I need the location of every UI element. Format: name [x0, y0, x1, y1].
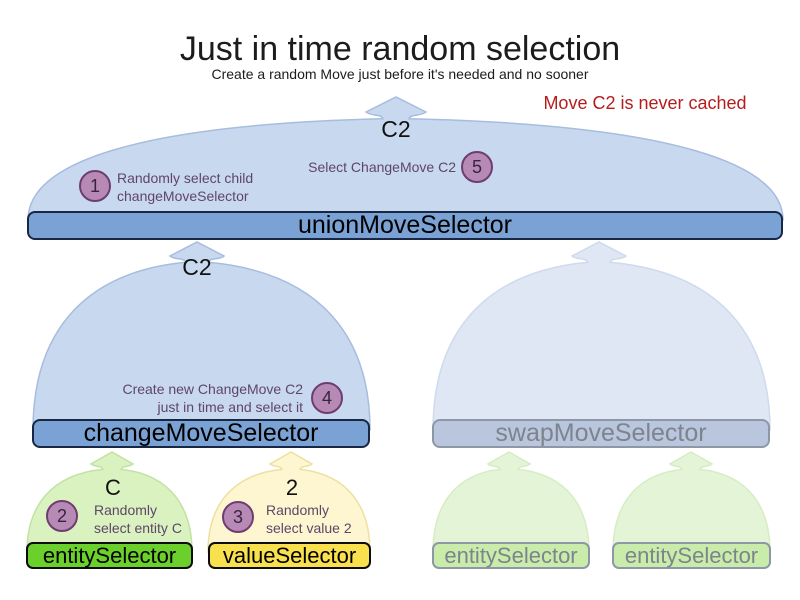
faded-entity-funnel-arrow-2: [612, 451, 771, 553]
faded-entity-funnel-arrow-1: [432, 451, 590, 553]
page-subtitle: Create a random Move just before it's ne…: [211, 66, 589, 82]
step-number-1: 1: [89, 175, 100, 196]
change-move-selector-bar: changeMoveSelector: [32, 419, 370, 448]
step-circle-1: 1: [79, 170, 111, 202]
cache-label-entity-c: C: [105, 475, 121, 500]
step-annotation-5: Select ChangeMove C2: [280, 158, 456, 176]
union-move-selector-bar: unionMoveSelector: [27, 211, 783, 240]
step-annotation-4-line-1: Create new ChangeMove C2: [122, 381, 303, 397]
step-number-2: 2: [56, 505, 67, 526]
step-number-4: 4: [321, 387, 332, 408]
step-circle-4: 4: [311, 382, 343, 414]
step-annotation-3-line-1: Randomly: [266, 502, 330, 518]
step-annotation-2-line-1: Randomly: [94, 502, 158, 518]
note-move-never-cached: Move C2 is never cached: [543, 93, 747, 113]
swap-move-selector-bar: swapMoveSelector: [432, 419, 770, 448]
step-number-3: 3: [232, 506, 243, 527]
cache-label-union-c2: C2: [381, 116, 411, 142]
step-number-5: 5: [471, 156, 482, 177]
change-funnel-arrow: [32, 241, 371, 431]
step-annotation-1: Randomly select child changeMoveSelector: [117, 169, 253, 205]
step-circle-2: 2: [46, 500, 78, 532]
faded-entity-selector-bar-1: entitySelector: [432, 542, 590, 569]
step-annotation-1-line-2: changeMoveSelector: [117, 188, 249, 204]
step-annotation-1-line-1: Randomly select child: [117, 170, 254, 186]
step-annotation-2: Randomly select entity C: [94, 501, 182, 537]
union-funnel-arrow: [27, 96, 784, 221]
step-annotation-3-line-2: select value 2: [266, 520, 352, 536]
page-title: Just in time random selection: [179, 30, 621, 68]
entity-selector-bar: entitySelector: [26, 542, 193, 569]
step-annotation-2-line-2: select entity C: [94, 520, 182, 536]
step-circle-5: 5: [461, 151, 493, 183]
swap-funnel-arrow: [432, 241, 771, 431]
step-annotation-4: Create new ChangeMove C2 just in time an…: [115, 380, 303, 416]
step-annotation-5-line-1: Select ChangeMove C2: [308, 159, 456, 175]
cache-label-value-2: 2: [285, 475, 299, 500]
cache-label-change-c2: C2: [182, 254, 212, 280]
step-circle-3: 3: [222, 501, 254, 533]
faded-entity-selector-bar-2: entitySelector: [612, 542, 771, 569]
value-selector-bar: valueSelector: [208, 542, 371, 569]
step-annotation-3: Randomly select value 2: [266, 501, 352, 537]
step-annotation-4-line-2: just in time and select it: [157, 399, 303, 415]
